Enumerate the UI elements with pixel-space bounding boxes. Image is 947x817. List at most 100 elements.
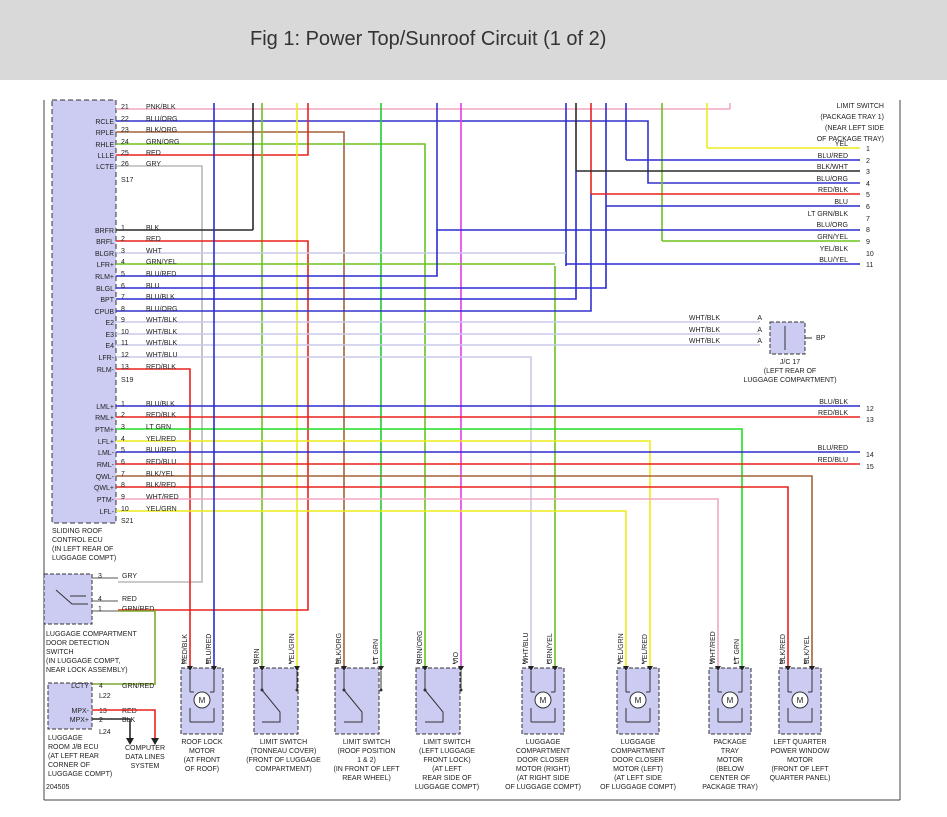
wire-label: BLU/RED — [146, 271, 176, 278]
pin-num: 6 — [121, 459, 125, 466]
wire-label: WHT/BLU — [523, 633, 530, 665]
component-label: (AT LEFT — [432, 766, 462, 773]
switch-contact — [343, 689, 363, 723]
pin-num: 23 — [121, 127, 129, 134]
pin-num: 7 — [121, 294, 125, 301]
pin-num: 1 — [205, 659, 209, 666]
switch-terminal — [342, 688, 346, 692]
pin-label: LML- — [98, 450, 115, 457]
wire-label: LT GRN — [734, 639, 741, 664]
wire-label: YEL/RED — [642, 634, 649, 664]
pin-num: 22 — [121, 116, 129, 123]
switch-terminal — [260, 688, 264, 692]
wire-label: BLK/YEL — [804, 635, 811, 664]
component-label: REAR SIDE OF — [422, 775, 471, 782]
motor-symbol: M — [727, 696, 734, 705]
wire-label: GRN/RED — [122, 606, 154, 613]
pin-label: RLM+ — [95, 274, 114, 281]
component-label: (ROOF POSITION — [338, 748, 396, 755]
connector-label: S19 — [121, 377, 134, 384]
component-label: LIMIT SWITCH — [260, 739, 307, 746]
component-label: COMPARTMENT — [611, 748, 666, 755]
pin-num: 2 — [121, 412, 125, 419]
wire-label: GRN/YEL — [146, 259, 177, 266]
jc17-bp: BP — [816, 335, 826, 342]
pin-num: 13 — [121, 364, 129, 371]
jc17-label: (LEFT REAR OF — [764, 368, 816, 375]
wire-label: BLU/ORG — [816, 222, 848, 229]
door-switch-box — [43, 573, 93, 625]
wire-label: WHT — [146, 248, 163, 255]
jc17-label: LUGGAGE COMPARTMENT) — [743, 377, 836, 384]
motor-icon — [629, 691, 647, 709]
pin-num: 8 — [121, 306, 125, 313]
component-label: CENTER OF — [710, 775, 750, 782]
ecu-name: CONTROL ECU — [52, 537, 103, 544]
wire-label: GRN — [254, 648, 261, 664]
pin-num: 2 — [617, 659, 621, 666]
pin-label: E4 — [105, 343, 114, 350]
motor-icon — [193, 691, 211, 709]
pin-arrow — [341, 666, 347, 671]
motor-icon — [721, 691, 739, 709]
wire-label: WHT/BLK — [146, 340, 177, 347]
wire-label: GRN/YEL — [547, 633, 554, 664]
pin-label: LFR+ — [97, 262, 114, 269]
connector-label: S17 — [121, 177, 134, 184]
wire-label: PNK/BLK — [146, 104, 176, 111]
pin-num: 4 — [99, 683, 103, 690]
wire-label: BLU — [146, 283, 160, 290]
pin-label: MPX+ — [70, 717, 89, 724]
pin-num: 1 — [641, 659, 645, 666]
sliding-roof-ecu-box — [51, 99, 117, 524]
jb-ecu-label: (AT LEFT REAR — [48, 753, 99, 760]
wire-label: BLK — [146, 225, 160, 232]
wire-blk-red — [116, 486, 789, 668]
pin-num: 2 — [335, 659, 339, 666]
pin-num: 4 — [98, 596, 102, 603]
component-label: COMPARTMENT) — [255, 766, 312, 773]
wire-label: RED — [146, 150, 161, 157]
component-label: MOTOR (RIGHT) — [516, 766, 570, 773]
component-label: LEFT QUARTER — [773, 739, 826, 746]
component-label: (LEFT LUGGAGE — [419, 748, 475, 755]
pin-arrow — [739, 666, 745, 671]
pin-label: RCLE — [95, 119, 114, 126]
switch-terminal — [379, 688, 383, 692]
wire-label: GRN/RED — [122, 683, 154, 690]
switch-contact — [261, 689, 281, 723]
pin-num: 1 — [372, 659, 376, 666]
wire-label: YEL/GRN — [289, 633, 296, 664]
pin-label: BPT — [100, 297, 114, 304]
wire-label: BLK/RED — [780, 634, 787, 664]
wire-label: WHT/BLK — [146, 329, 177, 336]
component-label: TRAY — [721, 748, 739, 755]
wire-label: BLU/YEL — [819, 257, 848, 264]
pin-label: LFL+ — [98, 439, 114, 446]
component-label: (BELOW — [716, 766, 744, 773]
jb-ecu-label: LUGGAGE COMPT) — [48, 771, 112, 778]
ecu-name: (IN LEFT REAR OF — [52, 546, 113, 553]
wire-gry — [116, 165, 203, 583]
wire-lt-grn — [116, 428, 743, 668]
pin-label: LCTE — [96, 164, 114, 171]
pin-num: 1 — [288, 659, 292, 666]
wire-label: RED/BLK — [818, 410, 848, 417]
wire-label: BLK/ORG — [146, 127, 177, 134]
pin-num: 1 — [121, 225, 125, 232]
component-label: (AT LEFT SIDE — [614, 775, 662, 782]
pin-num: 13 — [99, 708, 107, 715]
pin-num: 2 — [253, 659, 257, 666]
pin-arrow — [785, 666, 791, 671]
pin-arrow — [552, 666, 558, 671]
component-box — [253, 667, 299, 735]
pin-label: LFL- — [100, 509, 115, 516]
pin-num: 1 — [546, 659, 550, 666]
wire-label: BLK/ORG — [336, 633, 343, 664]
data-lines-label: SYSTEM — [131, 763, 160, 770]
wire-label: WHT/RED — [146, 494, 179, 501]
pin-num: 9 — [121, 494, 125, 501]
pin-num: 25 — [121, 150, 129, 157]
pin-num: 7 — [121, 471, 125, 478]
data-line-arrow — [126, 738, 134, 745]
